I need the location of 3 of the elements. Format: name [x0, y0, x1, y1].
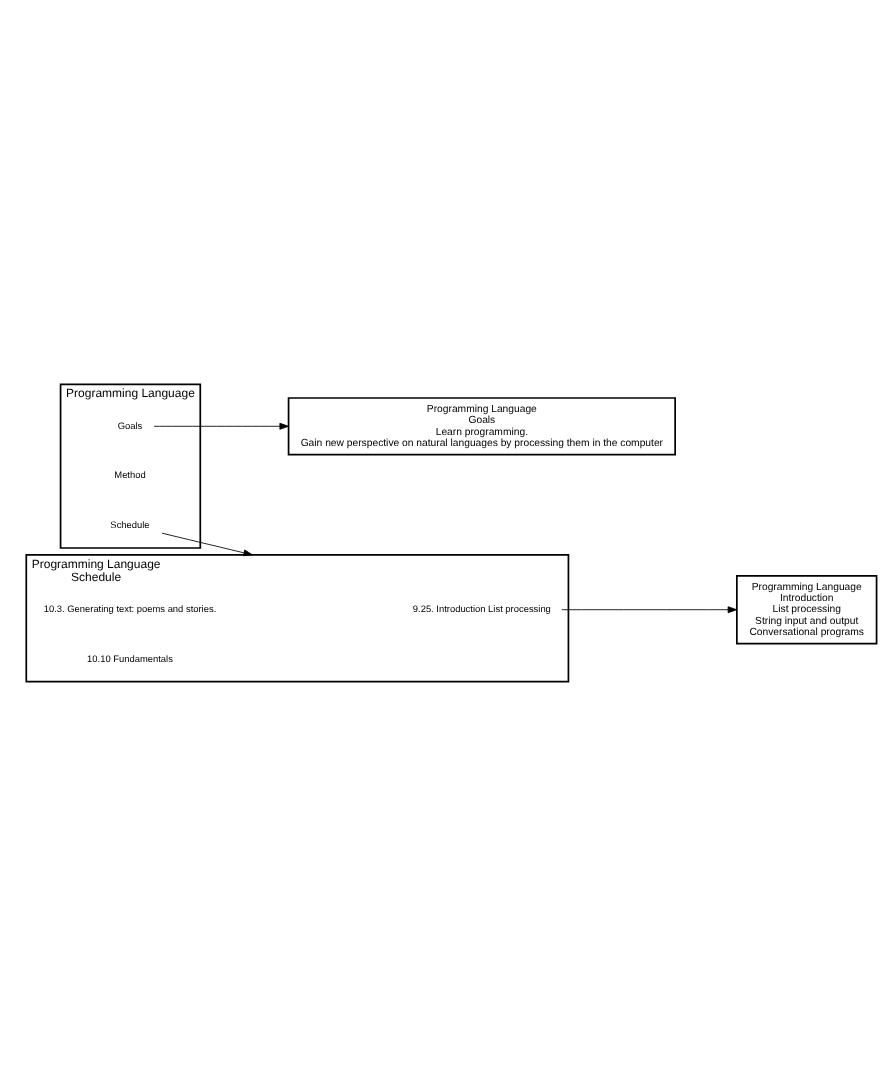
arrow: [153, 422, 289, 430]
arrow: [561, 606, 738, 614]
arrow: [161, 532, 253, 557]
